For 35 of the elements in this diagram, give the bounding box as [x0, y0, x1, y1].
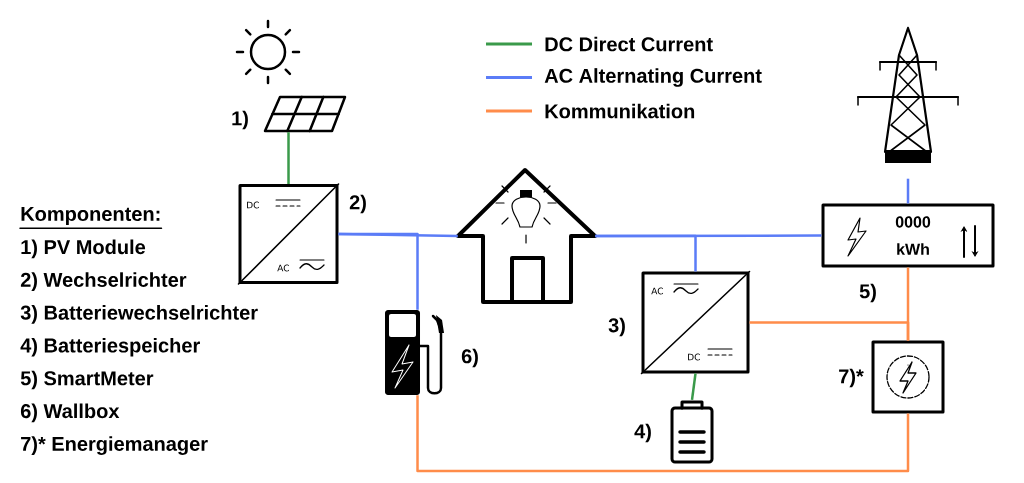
inverter-box: AC DC: [640, 270, 751, 375]
house-drawing: [456, 168, 597, 304]
cable-line: [595, 234, 697, 272]
cable-line: [690, 373, 697, 400]
charging-station-drawing: [385, 310, 444, 395]
callout-number: 5): [859, 283, 876, 303]
list-item: 3) Batteriewechselrichter: [20, 305, 258, 324]
list-item: 5) SmartMeter: [20, 370, 154, 390]
cable-line: [338, 232, 458, 238]
cable-line: [338, 232, 419, 310]
callout-number: 3): [608, 317, 625, 337]
callout-number: 4): [634, 423, 651, 443]
legend-text: DC Direct Current: [545, 36, 713, 52]
callout-number: 6): [461, 348, 478, 368]
pylon-drawing: [857, 26, 959, 163]
inverter-box: DC AC: [237, 183, 340, 285]
list-heading: Komponenten:: [19, 207, 163, 229]
battery-drawing: [670, 400, 714, 464]
list-item: 6) Wallbox: [20, 403, 120, 423]
cable-line: [749, 321, 910, 341]
list-item: 2) Wechselrichter: [20, 272, 187, 291]
legend-text: Kommunikation: [545, 103, 695, 119]
smart-meter-box: 0000 kWh: [821, 203, 995, 268]
cable-line: [287, 132, 290, 184]
callout-number: 1): [232, 110, 248, 130]
list-item: 1) PV Module: [21, 239, 146, 259]
energy-manager-box: [871, 340, 945, 414]
callout-number: 7)*: [839, 368, 864, 388]
callout-number: 2): [349, 194, 366, 214]
list-item: 4) Batteriespeicher: [20, 337, 200, 357]
list-item: 7)* Energiemanager: [21, 436, 208, 455]
legend-text: AC Alternating Current: [544, 68, 762, 87]
cable-line: [906, 178, 910, 204]
cable-line: [416, 395, 910, 473]
solar-panel-drawing: [263, 95, 347, 133]
